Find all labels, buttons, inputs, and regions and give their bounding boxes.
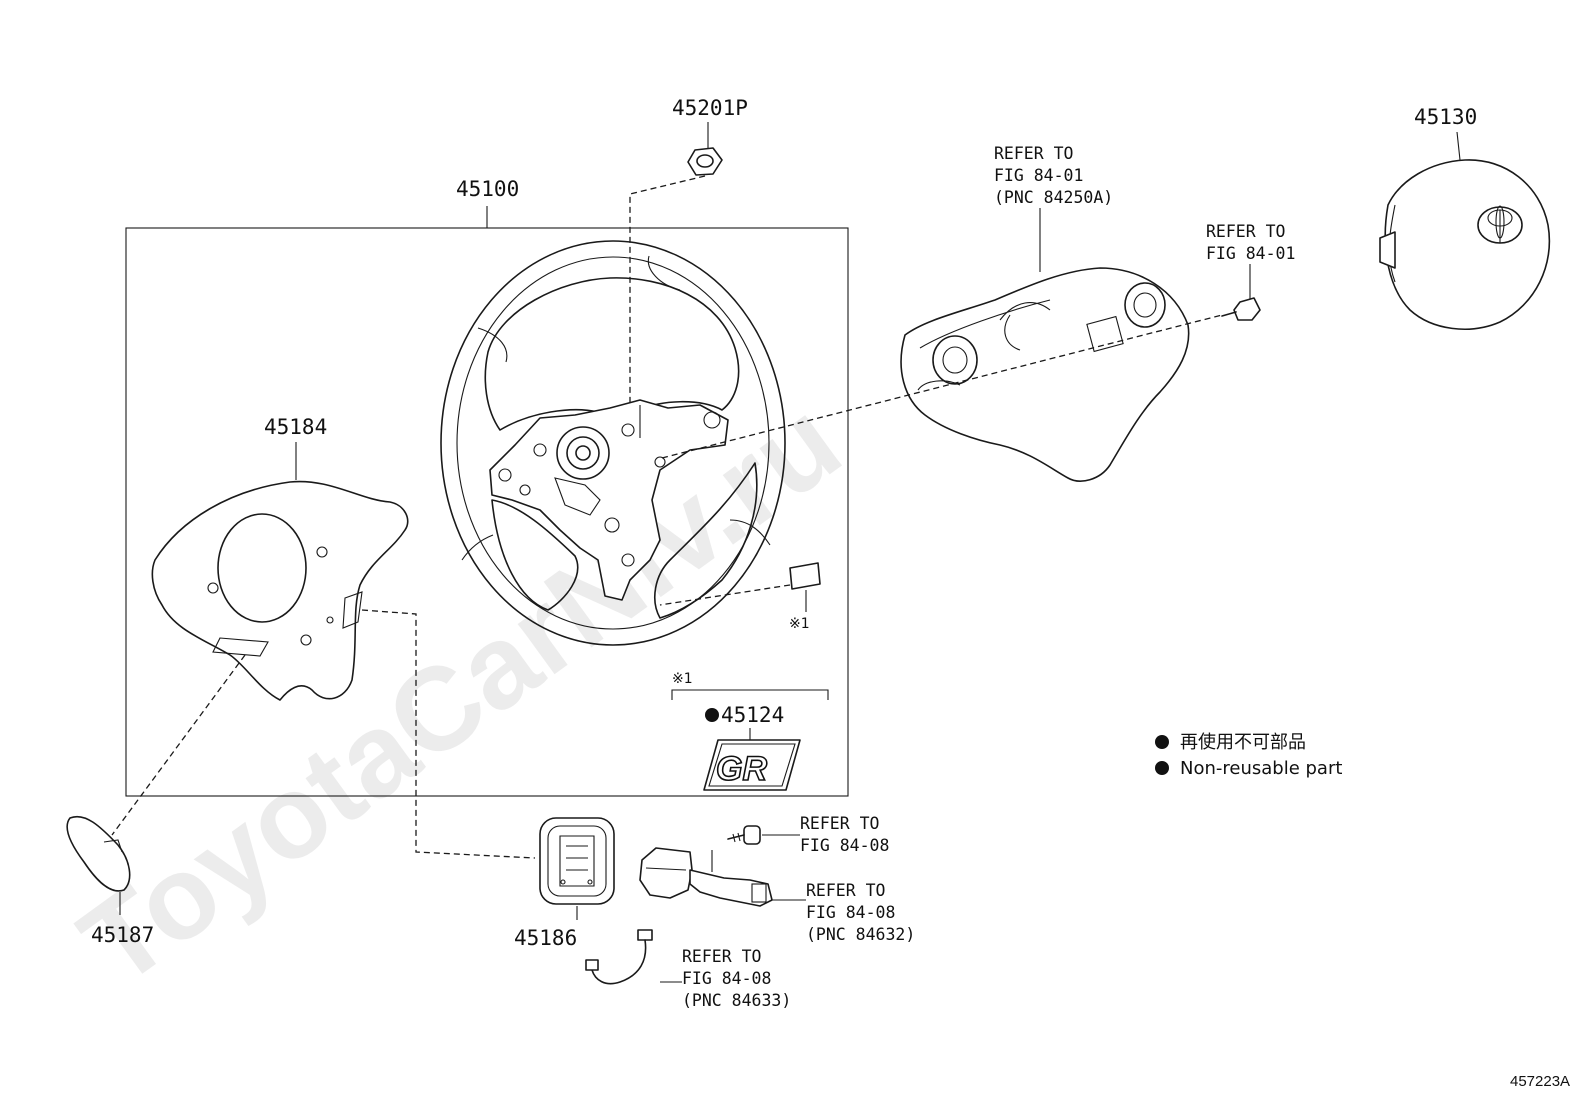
- legend-dot-jp: [1155, 735, 1169, 749]
- part-label-45186: 45186: [514, 926, 577, 950]
- part-label-45100: 45100: [456, 177, 519, 201]
- ref-bolt-line1: REFER TO: [1206, 222, 1285, 241]
- cover-45187: [66, 815, 131, 892]
- ref-wire-line2: FIG 84-08: [682, 969, 771, 988]
- gr-badge-text: GR: [716, 750, 767, 788]
- non-reusable-dot: [705, 708, 719, 722]
- gr-badge-45124: GR: [703, 739, 801, 791]
- part-label-45124: 45124: [721, 703, 784, 727]
- nut-45201P: [687, 147, 723, 176]
- watermark: ToyotaCarNiv.ru: [58, 375, 864, 1011]
- part-label-45184: 45184: [264, 415, 327, 439]
- ref-airbag-line2: FIG 84-01: [994, 166, 1083, 185]
- ref-wire-line3: (PNC 84633): [682, 991, 791, 1010]
- wire-harness: [585, 929, 653, 985]
- switch-panel-45186: [539, 817, 615, 905]
- ref-switch-line2: FIG 84-08: [806, 903, 895, 922]
- bolt: [1221, 297, 1261, 321]
- ref-switch-line3: (PNC 84632): [806, 925, 915, 944]
- part-label-45187: 45187: [91, 923, 154, 947]
- part-label-45130: 45130: [1414, 105, 1477, 129]
- ref-bolt-line2: FIG 84-01: [1206, 244, 1295, 263]
- switch-assembly: [639, 847, 773, 907]
- ref-screw-line2: FIG 84-08: [800, 836, 889, 855]
- legend-dot-en: [1155, 761, 1169, 775]
- cover-45184: [151, 480, 409, 701]
- sticker: [789, 562, 821, 590]
- note-marker-sticker: ※1: [789, 616, 810, 632]
- note-marker-badge: ※1: [672, 671, 693, 687]
- ref-screw-line1: REFER TO: [800, 814, 879, 833]
- ref-wire-line1: REFER TO: [682, 947, 761, 966]
- ref-airbag-line3: (PNC 84250A): [994, 188, 1113, 207]
- legend-en: Non-reusable part: [1180, 758, 1342, 779]
- figure-number: 457223A: [1510, 1073, 1570, 1090]
- spiral-cover-assembly: [900, 267, 1190, 482]
- airbag-45130: [1379, 159, 1551, 330]
- ref-switch-line1: REFER TO: [806, 881, 885, 900]
- ref-airbag-line1: REFER TO: [994, 144, 1073, 163]
- screw: [727, 825, 761, 845]
- part-label-45201P: 45201P: [672, 96, 748, 120]
- steering-wheel-45100: [440, 240, 786, 646]
- legend-jp: 再使用不可部品: [1180, 732, 1306, 753]
